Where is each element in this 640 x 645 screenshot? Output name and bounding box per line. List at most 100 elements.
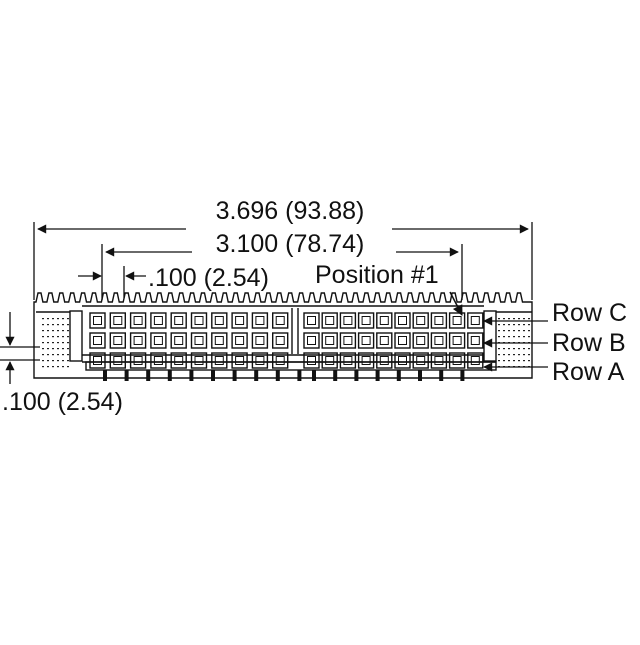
left-end-hatch-mark — [47, 354, 49, 356]
right-end-hatch-mark — [498, 348, 500, 350]
left-end-hatch-mark — [62, 318, 64, 320]
right-end-hatch-mark — [523, 354, 525, 356]
contact-row-c-4-inner — [153, 316, 163, 325]
left-end-hatch-mark — [52, 336, 54, 338]
contact-row-c-9 — [251, 312, 269, 329]
contact-row-a-4-inner — [153, 356, 163, 365]
contact-row-b-2 — [109, 332, 127, 349]
right-end-hatch-mark — [498, 336, 500, 338]
pin-13 — [354, 370, 359, 381]
contact-row-c-14-inner — [361, 316, 371, 325]
contact-row-b-20 — [467, 332, 484, 349]
pin-2 — [124, 370, 129, 381]
contact-row-a-17 — [412, 352, 429, 369]
right-end-hatch-mark — [513, 330, 515, 332]
contact-row-a-12-inner — [325, 356, 335, 365]
contact-row-a-9 — [251, 352, 269, 369]
contact-row-c-18 — [430, 312, 448, 329]
contact-row-a-9-inner — [255, 356, 265, 365]
left-end-hatch-mark — [67, 366, 69, 368]
dimension-pitch-horizontal-label: .100 (2.54) — [148, 264, 269, 292]
left-end-hatch-mark — [52, 348, 54, 350]
contact-row-c-1-inner — [93, 316, 102, 325]
right-end-hatch-mark — [528, 354, 530, 356]
contact-row-b-2-inner — [113, 336, 123, 345]
right-end-hatch-mark — [503, 336, 505, 338]
contact-row-c-9-inner — [255, 316, 265, 325]
contact-row-b-14-inner — [361, 336, 371, 345]
pin-14 — [375, 370, 380, 381]
pin-15 — [396, 370, 401, 381]
right-end-hatch-mark — [503, 318, 505, 320]
contact-row-a-3 — [129, 352, 147, 369]
left-end-hatch-mark — [67, 342, 69, 344]
contact-row-a-10-inner — [275, 356, 285, 365]
contact-row-c-6 — [190, 312, 208, 329]
contact-row-b-18-inner — [434, 336, 444, 345]
left-end-hatch-mark — [57, 360, 59, 362]
contact-row-b-7 — [211, 332, 228, 349]
left-end-hatch-mark — [42, 354, 44, 356]
left-end-hatch-mark — [67, 354, 69, 356]
right-end-hatch-mark — [523, 330, 525, 332]
contact-row-a-2 — [109, 352, 127, 369]
left-end-hatch-mark — [52, 354, 54, 356]
right-end-hatch-mark — [508, 354, 510, 356]
left-end-hatch-mark — [47, 360, 49, 362]
left-end-hatch-mark — [62, 330, 64, 332]
contact-row-c-17-inner — [416, 316, 426, 325]
contact-row-c-16 — [394, 312, 411, 329]
contact-row-c-3-inner — [133, 316, 143, 325]
contact-row-a-16 — [394, 352, 411, 369]
contact-row-c-16-inner — [398, 316, 407, 325]
right-end-hatch-mark — [508, 318, 510, 320]
pin-18 — [460, 370, 465, 381]
pc-tail-pins — [103, 370, 465, 381]
contact-row-a-14-inner — [361, 356, 371, 365]
contact-row-c-18-inner — [434, 316, 444, 325]
contact-row-b-11 — [303, 332, 320, 349]
contact-row-b-3 — [129, 332, 147, 349]
connector-body — [33, 292, 533, 379]
contact-row-a-7-inner — [214, 356, 224, 365]
left-end-hatch-mark — [62, 366, 64, 368]
right-end-hatch-mark — [508, 348, 510, 350]
right-end-hatch-mark — [528, 330, 530, 332]
contact-row-c-19-inner — [452, 316, 462, 325]
contact-row-a-4 — [150, 352, 167, 369]
right-end-hatch-mark — [498, 360, 500, 362]
right-end-hatch-mark — [513, 336, 515, 338]
contact-row-a-1-inner — [93, 356, 102, 365]
contact-row-c-10 — [272, 312, 289, 329]
left-end-hatch-mark — [57, 354, 59, 356]
right-end-hatch-mark — [498, 354, 500, 356]
contact-row-c-8-inner — [235, 316, 245, 325]
left-end-hatch-mark — [67, 348, 69, 350]
right-end-hatch-mark — [518, 354, 520, 356]
contact-row-c-14 — [357, 312, 375, 329]
pin-6 — [211, 370, 215, 381]
contact-row-c-6-inner — [194, 316, 204, 325]
end-block-hatching — [42, 318, 530, 368]
pin-8 — [254, 370, 259, 381]
contact-row-c-20 — [467, 312, 484, 329]
contact-row-b-8 — [231, 332, 248, 349]
right-end-hatch-mark — [498, 318, 500, 320]
contact-row-b-4 — [150, 332, 167, 349]
contact-row-c-5-inner — [174, 316, 184, 325]
contact-row-c-3 — [129, 312, 147, 329]
contact-row-b-14 — [357, 332, 375, 349]
right-end-hatch-mark — [528, 348, 530, 350]
dimension-pitch-vertical-label: .100 (2.54) — [2, 388, 123, 416]
contact-row-a-17-inner — [416, 356, 426, 365]
left-end-hatch-mark — [62, 354, 64, 356]
contact-row-c-15-inner — [379, 316, 389, 325]
right-end-hatch-mark — [503, 348, 505, 350]
left-end-hatch-mark — [67, 324, 69, 326]
left-end-hatch-mark — [47, 366, 49, 368]
position-1-label: Position #1 — [315, 261, 439, 289]
pin-7 — [232, 370, 237, 381]
right-end-hatch-mark — [503, 360, 505, 362]
right-end-hatch-mark — [508, 336, 510, 338]
dimension-overall-label: 3.696 (93.88) — [216, 197, 365, 225]
